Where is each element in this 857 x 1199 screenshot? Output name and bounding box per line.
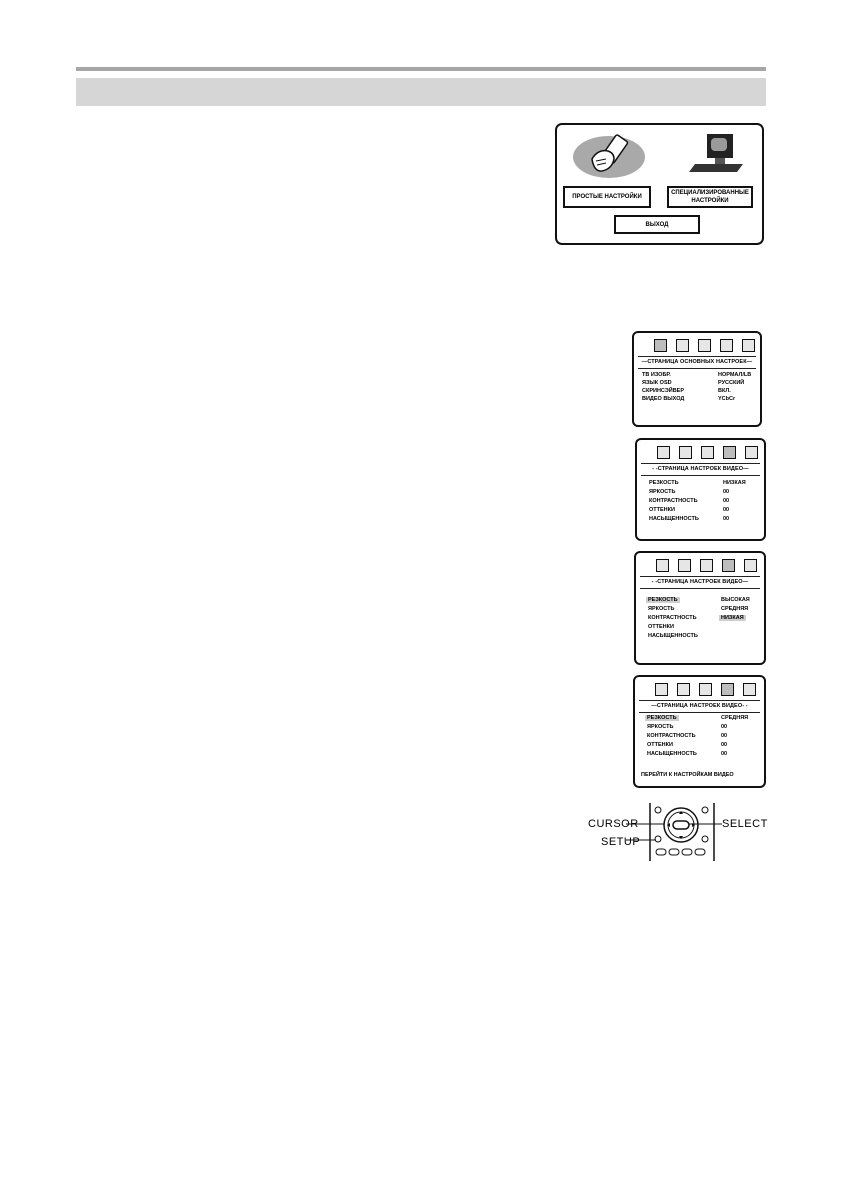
option-low[interactable]: НИЗКАЯ [719, 615, 746, 621]
dolby-icon[interactable] [701, 446, 714, 459]
section-title-bar [76, 78, 766, 106]
header-rule [76, 67, 766, 71]
video-icon[interactable] [720, 339, 733, 352]
custom-setup-button[interactable]: СПЕЦИАЛИЗИРОВАННЫЕ НАСТРОЙКИ [667, 186, 753, 208]
menu-item-sharpness[interactable]: РЕЗКОСТЬ [646, 597, 680, 603]
monitor-icon [689, 134, 743, 172]
general-setup-screen: —СТРАНИЦА ОСНОВНЫХ НАСТРОЕК— ТВ ИЗОБР.НО… [632, 331, 762, 427]
divider [639, 700, 760, 701]
video-icon[interactable] [721, 683, 734, 696]
divider [639, 712, 760, 713]
dolby-icon[interactable] [700, 559, 713, 572]
select-label: SELECT [722, 818, 768, 830]
setup-label: SETUP [601, 836, 641, 848]
menu-item[interactable]: НАСЫЩЕННОСТЬ [648, 633, 698, 639]
menu-item[interactable]: ОТТЕНКИ [648, 624, 674, 630]
page-title: - -СТРАНИЦА НАСТРОЕК ВИДЕО— [651, 579, 749, 585]
easy-setup-button[interactable]: ПРОСТЫЕ НАСТРОЙКИ [563, 186, 651, 208]
general-icon[interactable] [655, 683, 668, 696]
audio-icon[interactable] [677, 683, 690, 696]
menu-item[interactable]: ЯРКОСТЬ [648, 606, 675, 612]
page-title: —СТРАНИЦА ОСНОВНЫХ НАСТРОЕК— [641, 359, 753, 365]
divider [641, 463, 760, 464]
divider [641, 475, 760, 476]
divider [640, 576, 760, 577]
preference-icon[interactable] [745, 446, 758, 459]
general-icon[interactable] [654, 339, 667, 352]
footer-hint: ПЕРЕЙТИ К НАСТРОЙКАМ ВИДЕО [641, 772, 734, 778]
general-icon[interactable] [657, 446, 670, 459]
divider [638, 356, 756, 357]
setup-icon-bar [649, 683, 756, 699]
setup-icon-bar [651, 446, 758, 462]
general-icon[interactable] [656, 559, 669, 572]
setup-icon-bar [648, 339, 755, 355]
divider [640, 588, 760, 589]
video-icon[interactable] [722, 559, 735, 572]
menu-item[interactable]: КОНТРАСТНОСТЬ [648, 615, 697, 621]
preference-icon[interactable] [743, 683, 756, 696]
divider [638, 368, 756, 369]
audio-icon[interactable] [676, 339, 689, 352]
audio-icon[interactable] [679, 446, 692, 459]
remote-callout-lines [626, 823, 664, 841]
select-callout-line [688, 823, 722, 825]
preference-icon[interactable] [744, 559, 757, 572]
dolby-icon[interactable] [698, 339, 711, 352]
page-title: - -СТРАНИЦА НАСТРОЕК ВИДЕО— [652, 466, 749, 472]
exit-button[interactable]: ВЫХОД [614, 215, 700, 234]
dolby-icon[interactable] [699, 683, 712, 696]
cursor-label: CURSOR [588, 818, 639, 830]
option-high[interactable]: ВЫСОКАЯ [721, 597, 750, 603]
page-title: —СТРАНИЦА НАСТРОЕК ВИДЕО- - [651, 703, 748, 709]
option-medium[interactable]: СРЕДНЯЯ [721, 606, 749, 612]
setup-main-menu: ПРОСТЫЕ НАСТРОЙКИ СПЕЦИАЛИЗИРОВАННЫЕ НАС… [555, 123, 764, 245]
sharpness-options-screen: - -СТРАНИЦА НАСТРОЕК ВИДЕО— РЕЗКОСТЬ ЯРК… [634, 551, 766, 665]
preference-icon[interactable] [742, 339, 755, 352]
video-icon[interactable] [723, 446, 736, 459]
remote-control-icon [649, 803, 715, 861]
setup-icon-bar [650, 559, 757, 575]
audio-icon[interactable] [678, 559, 691, 572]
hand-remote-icon [573, 134, 645, 178]
